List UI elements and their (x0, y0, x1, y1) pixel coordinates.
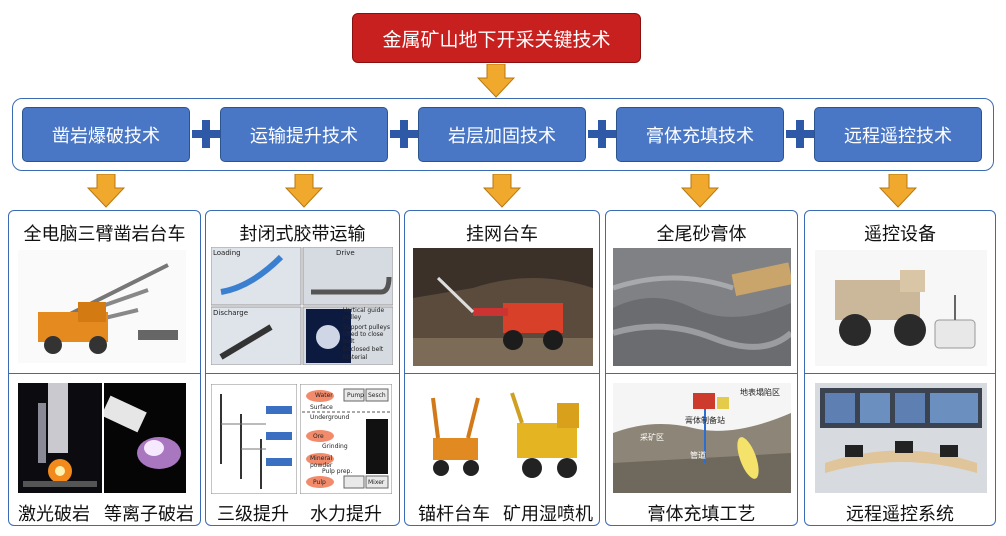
plus-icon (786, 120, 814, 148)
divider (605, 373, 798, 374)
divider (404, 373, 600, 374)
divider (804, 373, 996, 374)
label-discharge: Discharge (213, 309, 249, 317)
caption-laser: 激光破岩 (18, 504, 90, 525)
tech-remote-control: 远程遥控技术 (814, 107, 982, 162)
label-pulp: Pulp (313, 479, 326, 486)
paste-filling-process-image (613, 383, 791, 493)
label-pump: Pump (347, 392, 364, 399)
label-support-pulleys: Support pulleys lifted to close belt (343, 324, 390, 345)
plus-icon (588, 120, 616, 148)
label-paste-station: 膏体制备站 (685, 416, 725, 425)
down-arrow-icon (681, 174, 719, 208)
caption-paste-process: 膏体充填工艺 (647, 504, 756, 525)
remote-control-equipment-image (815, 250, 987, 366)
caption-three-stage: 三级提升 (217, 504, 289, 525)
down-arrow-icon (87, 174, 125, 208)
label-vertical-guide: Vertical guide pulley (343, 307, 385, 321)
label-enclosed-belt: Enclosed belt (343, 346, 384, 353)
column-heading: 遥控设备 (864, 224, 936, 245)
main-title: 金属矿山地下开采关键技术 (352, 13, 641, 63)
label-mining-area: 采矿区 (640, 433, 664, 442)
plus-icon (192, 120, 220, 148)
column-heading: 封闭式胶带运输 (239, 224, 366, 245)
down-arrow-icon (285, 174, 323, 208)
label-surface: Surface (310, 404, 333, 411)
label-ore: Ore (313, 433, 324, 440)
label-pipeline: 管道 (690, 451, 706, 460)
caption-remote-system: 远程遥控系统 (846, 504, 954, 525)
tech-paste-filling: 膏体充填技术 (616, 107, 784, 162)
divider (8, 373, 201, 374)
label-mixer: Mixer (368, 479, 385, 486)
tech-transport-hoist: 运输提升技术 (220, 107, 388, 162)
label-pulp-prep: Pulp prep. (322, 468, 353, 475)
down-arrow-icon (879, 174, 917, 208)
label-loading: Loading (213, 249, 241, 257)
three-stage-hoist-diagram (211, 384, 297, 494)
remote-control-room-image (815, 383, 987, 493)
plasma-rock-breaking-image (104, 383, 186, 493)
wet-shotcrete-machine-image (502, 383, 594, 493)
caption-hydraulic: 水力提升 (310, 504, 382, 525)
drill-jumbo-image (18, 250, 186, 363)
bolting-rig-image (413, 383, 499, 493)
column-heading: 挂网台车 (466, 224, 538, 245)
label-water: Water (315, 392, 333, 399)
divider (205, 373, 400, 374)
hydraulic-hoist-diagram (300, 384, 392, 494)
laser-rock-breaking-image (18, 383, 102, 493)
full-tailings-paste-image (613, 248, 791, 366)
caption-plasma: 等离子破岩 (104, 504, 194, 525)
tech-drilling-blasting: 凿岩爆破技术 (22, 107, 190, 162)
caption-bolting-rig: 锚杆台车 (418, 504, 490, 525)
down-arrow-icon (483, 174, 521, 208)
plus-icon (390, 120, 418, 148)
label-material: Material (343, 354, 368, 361)
label-drive: Drive (336, 249, 355, 257)
column-heading: 全尾砂膏体 (656, 224, 747, 245)
enclosed-belt-diagram (211, 247, 393, 365)
label-sesch: Sesch (368, 392, 386, 399)
mesh-trolley-image (413, 248, 593, 366)
column-heading: 全电脑三臂凿岩台车 (23, 224, 186, 245)
down-arrow-icon (477, 64, 515, 98)
label-grinding: Grinding (322, 443, 348, 450)
caption-shotcrete: 矿用湿喷机 (503, 504, 593, 525)
label-underground: Underground (310, 414, 350, 421)
tech-rock-reinforcement: 岩层加固技术 (418, 107, 586, 162)
label-mineral-powder: Mineral powder (310, 455, 333, 469)
label-surface-collapse-zone: 地表塌陷区 (740, 388, 780, 397)
